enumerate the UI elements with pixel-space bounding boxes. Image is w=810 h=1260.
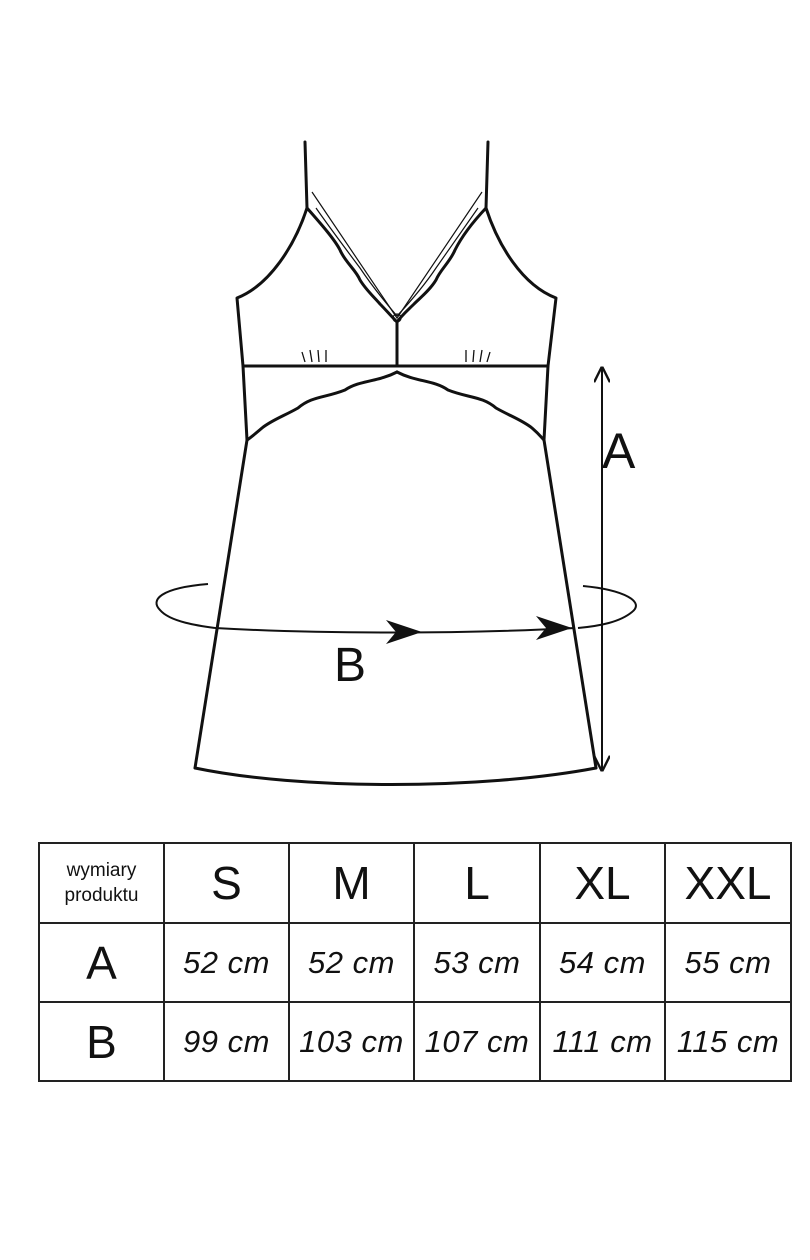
lace-trim (311, 191, 483, 323)
measure-b-loop-front (214, 627, 576, 634)
table-cell: 54 cm (539, 922, 666, 1003)
table-cell: 52 cm (163, 922, 290, 1003)
skirt-right (542, 438, 598, 770)
table-cell: 99 cm (163, 1001, 290, 1082)
measure-b-arrowheads (386, 616, 572, 644)
arrowhead-2 (536, 616, 572, 640)
size-header: M (288, 842, 415, 924)
table-row: B 99 cm 103 cm 107 cm 111 cm 115 cm (38, 1001, 792, 1082)
left-side (235, 206, 309, 442)
table-cell: 103 cm (288, 1001, 415, 1082)
row-label: B (38, 1001, 165, 1082)
right-strap (484, 140, 490, 210)
row-label: A (38, 922, 165, 1003)
size-header: L (413, 842, 541, 924)
label-a: A (602, 423, 636, 479)
corner-label-line1: wymiary (66, 860, 137, 881)
arrowhead-1 (386, 620, 422, 644)
measure-b-loop-right (577, 585, 637, 629)
corner-cell: wymiary produktu (38, 842, 165, 924)
garment-diagram: A B (155, 140, 637, 786)
table-cell: 111 cm (539, 1001, 666, 1082)
size-table: wymiary produktu S M L XL XXL A 52 cm 52… (38, 842, 792, 1082)
right-cup-edge (395, 206, 488, 324)
table-row: A 52 cm 52 cm 53 cm 54 cm 55 cm (38, 922, 792, 1003)
table-cell: 52 cm (288, 922, 415, 1003)
left-cup-edge (305, 206, 399, 324)
label-b: B (334, 639, 366, 692)
corner-label-line2: produktu (64, 885, 139, 906)
table-cell: 55 cm (664, 922, 792, 1003)
table-cell: 107 cm (413, 1001, 541, 1082)
right-side (484, 206, 558, 442)
lace-waist (245, 370, 399, 442)
size-header-row: wymiary produktu S M L XL XXL (38, 842, 792, 924)
table-cell: 53 cm (413, 922, 541, 1003)
size-header: XXL (664, 842, 792, 924)
skirt-left (193, 438, 249, 770)
size-header: XL (539, 842, 666, 924)
size-header: S (163, 842, 290, 924)
gathering-marks (301, 349, 491, 363)
left-strap (303, 140, 309, 210)
garment-outline (193, 140, 598, 786)
measure-b (155, 583, 637, 634)
measure-b-loop-back (155, 583, 216, 629)
lace-waist-right (395, 370, 546, 442)
hem (193, 766, 598, 786)
table-cell: 115 cm (664, 1001, 792, 1082)
